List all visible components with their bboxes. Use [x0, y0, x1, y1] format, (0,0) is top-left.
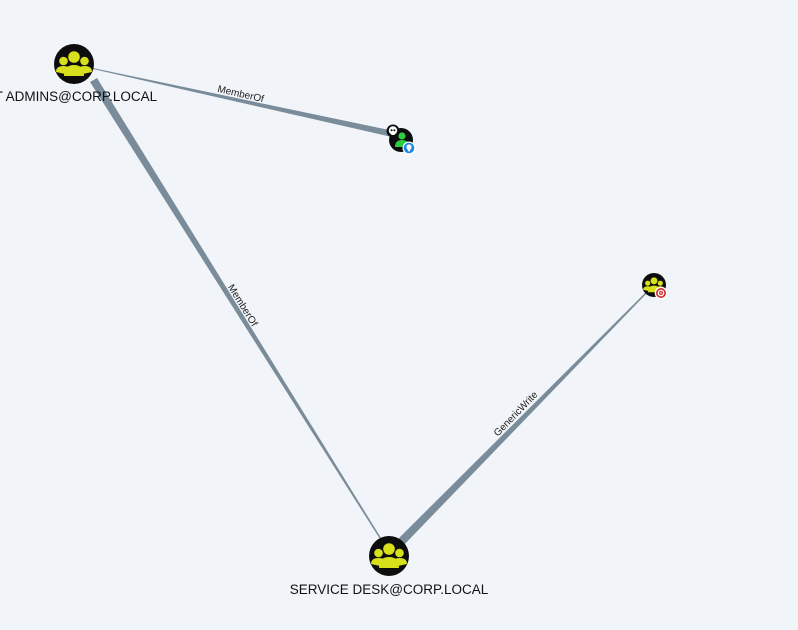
node-label-it-admins: IT ADMINS@CORP.LOCAL: [0, 89, 158, 104]
node-target-group[interactable]: [642, 273, 668, 300]
node-user[interactable]: [386, 124, 416, 155]
skull-icon: [386, 124, 400, 138]
node-service-desk[interactable]: [369, 536, 409, 576]
edge-label-memberof-2: MemberOf: [225, 283, 259, 329]
edge-servicedesk-memberof-itadmins[interactable]: [90, 78, 386, 547]
edge-servicedesk-genericwrite-target[interactable]: [395, 289, 650, 548]
edge-user-memberof-itadmins[interactable]: [93, 68, 394, 137]
node-label-service-desk: SERVICE DESK@CORP.LOCAL: [290, 582, 489, 597]
owned-pin-icon: [402, 141, 416, 155]
node-it-admins[interactable]: [54, 44, 94, 84]
edge-label-genericwrite: GenericWrite: [492, 389, 541, 439]
target-icon: [654, 286, 668, 300]
